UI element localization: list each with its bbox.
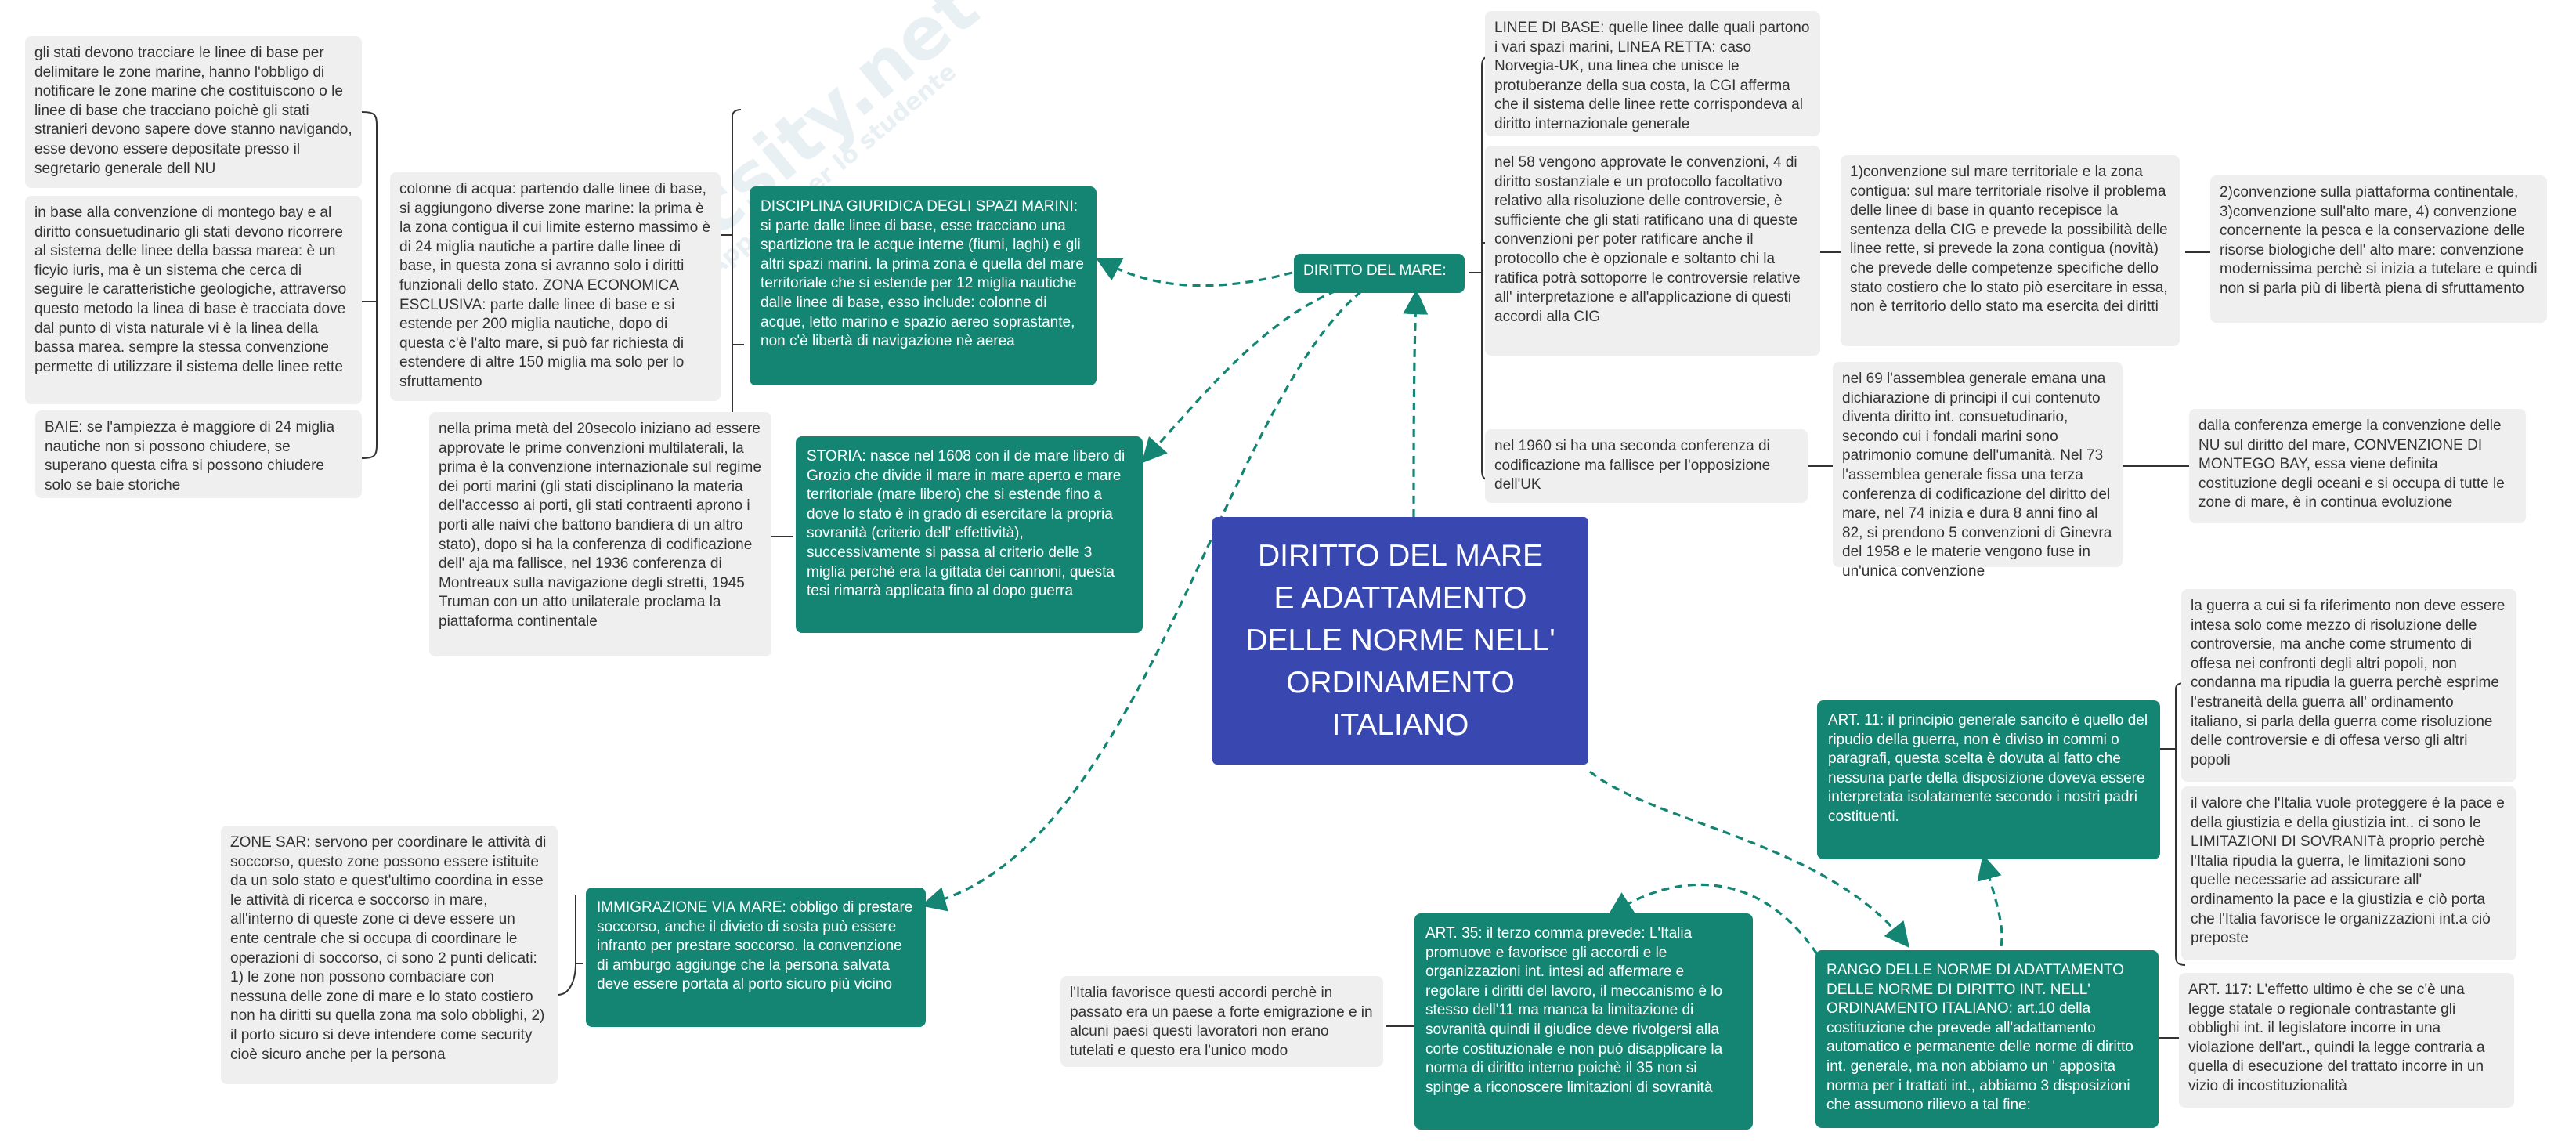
node-rango-norme[interactable]: RANGO DELLE NORME DI ADATTAMENTO DELLE N…: [1815, 950, 2159, 1128]
note-art-117[interactable]: ART. 117: L'effetto ultimo è che se c'è …: [2179, 973, 2514, 1108]
central-topic[interactable]: DIRITTO DEL MARE E ADATTAMENTO DELLE NOR…: [1212, 517, 1588, 765]
note-guerra[interactable]: la guerra a cui si fa riferimento non de…: [2181, 589, 2516, 782]
note-linee-di-base[interactable]: LINEE DI BASE: quelle linee dalle quali …: [1485, 11, 1820, 136]
node-storia[interactable]: STORIA: nasce nel 1608 con il de mare li…: [796, 436, 1143, 633]
note-nel-69[interactable]: nel 69 l'assemblea generale emana una di…: [1833, 362, 2123, 580]
note-nel-58[interactable]: nel 58 vengono approvate le convenzioni,…: [1485, 146, 1820, 356]
link-rango-art11: [1977, 854, 2003, 947]
node-diritto-del-mare[interactable]: DIRITTO DEL MARE:: [1294, 254, 1465, 293]
note-convenzione-1[interactable]: 1)convenzione sul mare territoriale e la…: [1841, 155, 2180, 346]
note-montego-bay[interactable]: in base alla convenzione di montego bay …: [25, 196, 362, 404]
note-nel-1960[interactable]: nel 1960 si ha una seconda conferenza di…: [1485, 429, 1808, 503]
node-art-35[interactable]: ART. 35: il terzo comma prevede: L'Itali…: [1414, 913, 1753, 1130]
note-zone-sar[interactable]: ZONE SAR: servono per coordinare le atti…: [221, 826, 558, 1084]
note-convenzione-2[interactable]: 2)convenzione sulla piattaforma continen…: [2210, 175, 2547, 323]
link-diritto-storia: [1141, 284, 1349, 464]
node-art-11[interactable]: ART. 11: il principio generale sancito è…: [1817, 700, 2160, 859]
note-conferenza-montego-bay[interactable]: dalla conferenza emerge la convenzione d…: [2189, 409, 2526, 523]
note-italia-favorisce[interactable]: l'Italia favorisce questi accordi perchè…: [1060, 976, 1383, 1067]
bracket-disciplina-left: [361, 111, 378, 459]
note-colonne-acqua[interactable]: colonne di acqua: partendo dalle linee d…: [390, 172, 721, 401]
link-central-diritto: [1403, 289, 1429, 518]
note-baie[interactable]: BAIE: se l'ampiezza è maggiore di 24 mig…: [35, 410, 362, 498]
link-diritto-disciplina: [1095, 258, 1293, 287]
note-valore-pace[interactable]: il valore che l'Italia vuole proteggere …: [2181, 786, 2516, 960]
node-disciplina-giuridica[interactable]: DISCIPLINA GIURIDICA DEGLI SPAZI MARINI:…: [750, 186, 1097, 385]
note-nella-prima-meta[interactable]: nella prima metà del 20secolo iniziano a…: [429, 412, 771, 656]
bracket-immigrazione: [557, 895, 583, 996]
note-stati-devono[interactable]: gli stati devono tracciare le linee di b…: [25, 36, 362, 188]
node-immigrazione[interactable]: IMMIGRAZIONE VIA MARE: obbligo di presta…: [586, 888, 926, 1027]
